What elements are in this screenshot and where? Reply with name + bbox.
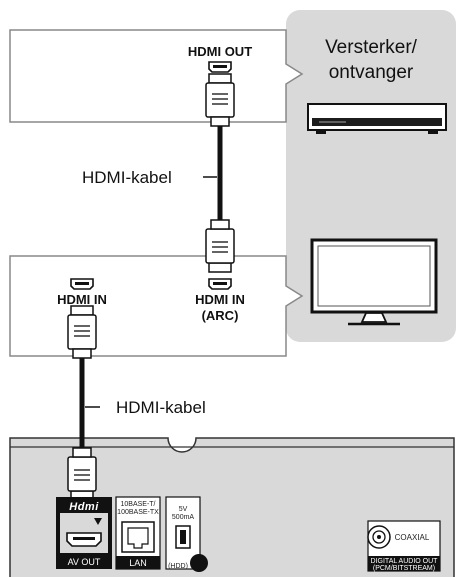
- lan-spec-line2: 100BASE-TX: [117, 509, 159, 516]
- receiver-name-line2: ontvanger: [329, 62, 414, 83]
- hdmi-out-socket-icon: [208, 61, 232, 73]
- usb-power-line2: 500mA: [172, 514, 195, 521]
- receiver-callout-box: [9, 29, 304, 123]
- usb-terminal: [165, 496, 208, 572]
- usb-power-line1: 5V: [179, 506, 188, 513]
- usb-hdd-label: (HDD): [168, 563, 188, 570]
- hdmi-cable-upper-label: HDMI-kabel: [82, 168, 172, 187]
- digital-audio-out-line2: (PCM/BITSTREAM): [373, 565, 435, 572]
- hdmi-in-arc-label-line1: HDMI IN: [195, 292, 245, 307]
- av-out-label: AV OUT: [68, 557, 101, 567]
- receiver-name-line1: Versterker/: [325, 37, 418, 58]
- hdmi-cable-upper: [205, 73, 235, 273]
- hdmi-cable-lower-label: HDMI-kabel: [116, 398, 206, 417]
- hdmi-in-socket-icon: [70, 278, 94, 290]
- hdmi-in-label: HDMI IN: [57, 292, 107, 307]
- hdmi-logo: Hdmi: [69, 501, 99, 513]
- coaxial-label: COAXIAL: [395, 533, 430, 542]
- av-out-terminal: [56, 497, 112, 569]
- lan-terminal: [115, 496, 161, 570]
- hdmi-out-label: HDMI OUT: [188, 44, 252, 59]
- hdmi-in-arc-label-line2: (ARC): [202, 308, 239, 323]
- digital-audio-out-line1: DIGITAL AUDIO OUT: [371, 558, 439, 565]
- receiver-illustration: [307, 103, 447, 134]
- hdmi-cable-lower: [67, 305, 97, 501]
- tv-illustration: [310, 238, 438, 326]
- tv-callout-box: [9, 255, 304, 357]
- lan-label: LAN: [129, 558, 147, 568]
- lan-spec-line1: 10BASE-T/: [120, 501, 155, 508]
- coaxial-terminal: [367, 520, 441, 572]
- hdmi-in-arc-socket-icon: [208, 278, 232, 290]
